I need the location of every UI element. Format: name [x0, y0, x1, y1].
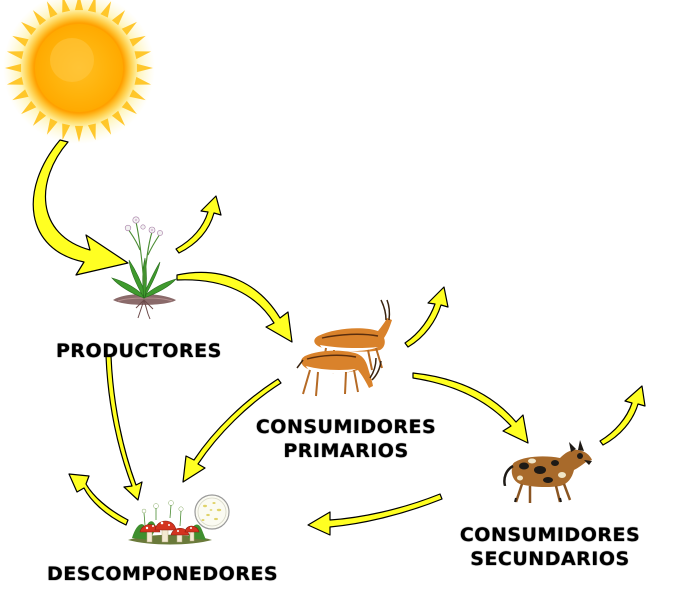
label-consumidores-primarios-line1: CONSUMIDORES	[255, 416, 437, 438]
sun-ray	[136, 63, 153, 73]
mushrooms-bacteria-icon	[128, 494, 230, 545]
sun-ray	[74, 0, 84, 11]
label-consumidores-secundarios-line2: SECUNDARIOS	[470, 547, 630, 570]
sun-ray	[5, 63, 22, 73]
label-productores: PRODUCTORES	[56, 340, 222, 362]
sun-ray	[62, 123, 71, 141]
flow-arrow-producers-to-primary-consumers	[176, 271, 293, 343]
gazelles-icon	[296, 299, 392, 397]
label-consumidores-secundarios-line1: CONSUMIDORES	[459, 524, 641, 546]
sun-ray	[74, 125, 84, 142]
wild-dog-icon	[502, 440, 592, 503]
sun-ray	[134, 76, 152, 85]
flow-arrow-primary-consumers-to-decomposers	[182, 378, 282, 483]
energy-loss-arrow-producers	[175, 195, 222, 254]
label-consumidores-secundarios: CONSUMIDORES SECUNDARIOS	[458, 524, 642, 572]
flow-arrow-sun-to-producers	[32, 139, 129, 276]
energy-loss-arrow-decomposers	[68, 473, 129, 526]
plant-icon	[111, 216, 177, 320]
sun-ray	[6, 76, 24, 85]
energy-loss-arrow-secondary-consumers	[599, 385, 646, 446]
flow-arrow-producers-to-decomposers	[105, 355, 143, 501]
sun-ray	[134, 51, 152, 60]
label-consumidores-primarios-line2: PRIMARIOS	[283, 439, 409, 462]
energy-loss-arrow-primary-consumers	[404, 286, 449, 348]
flow-arrow-secondary-consumers-to-decomposers	[307, 493, 443, 536]
sun-icon	[3, 0, 155, 144]
sun-ray	[6, 51, 24, 60]
sun-ray	[87, 123, 96, 141]
flow-arrow-primary-to-secondary-consumers	[412, 372, 529, 444]
label-consumidores-primarios: CONSUMIDORES PRIMARIOS	[255, 416, 437, 464]
label-descomponedores: DESCOMPONEDORES	[47, 563, 279, 585]
